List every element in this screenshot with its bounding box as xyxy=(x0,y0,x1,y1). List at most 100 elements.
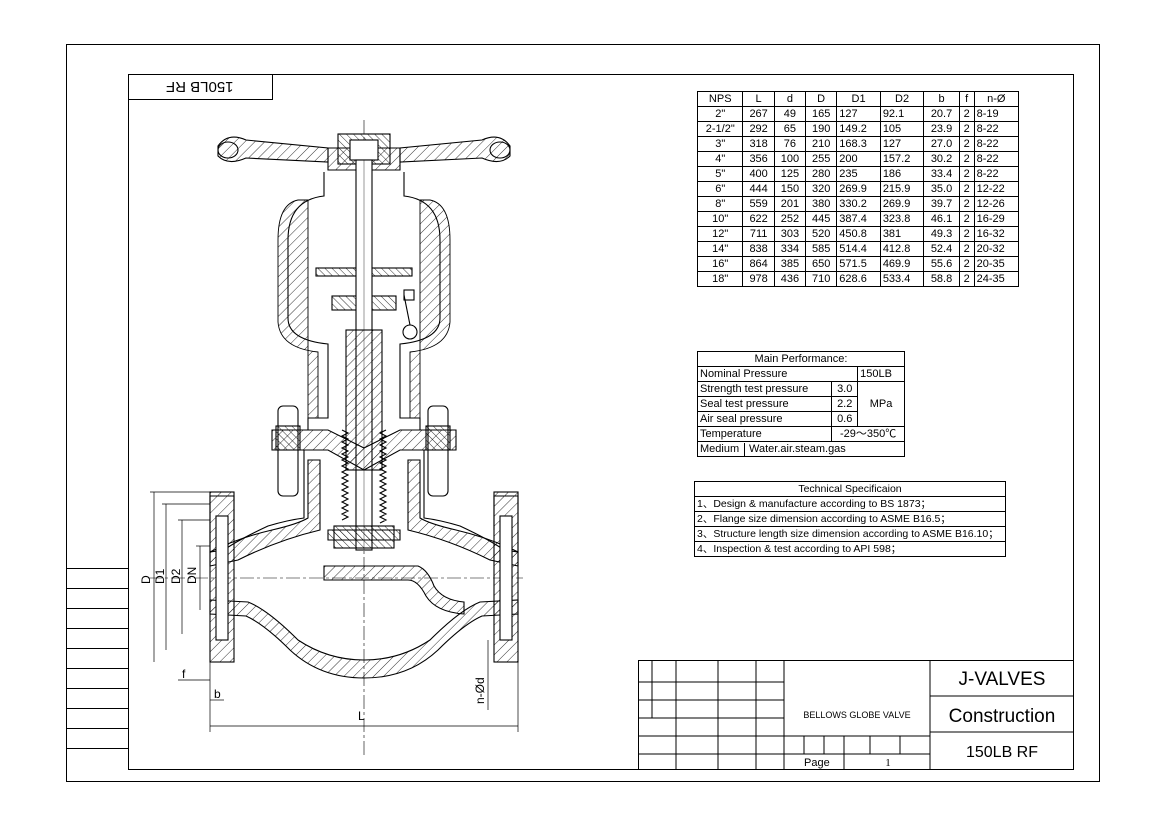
dimension-cell: 16-32 xyxy=(973,226,1020,242)
dimension-cell: 215.9 xyxy=(879,181,925,197)
dimension-cell: 105 xyxy=(879,121,925,137)
dimension-cell: 520 xyxy=(805,226,838,242)
seal-label: Seal test pressure xyxy=(696,396,833,412)
perf-title: Main Performance: xyxy=(697,351,905,367)
dimension-cell: 186 xyxy=(879,166,925,182)
strength-value: 3.0 xyxy=(831,381,859,397)
dimension-cell: 450.8 xyxy=(836,226,881,242)
dimension-cell: 20-32 xyxy=(973,241,1020,257)
dimension-cell: 100 xyxy=(773,151,807,167)
dimension-cell: 20-35 xyxy=(973,256,1020,272)
dim-D1-label: D1 xyxy=(153,568,167,584)
dimension-cell: 14" xyxy=(696,241,744,257)
spec-item: 4、Inspection & test according to API 598… xyxy=(694,541,1006,557)
dimension-cell: 255 xyxy=(805,151,838,167)
dimension-cell: 16-29 xyxy=(973,211,1020,227)
dimension-cell: 55.6 xyxy=(923,256,960,272)
title-block: BELLOWS GLOBE VALVE J-VALVES Constructio… xyxy=(638,660,1074,770)
dimension-cell: 76 xyxy=(773,136,807,152)
dimension-cell: 514.4 xyxy=(836,241,881,257)
dimension-cell: 6" xyxy=(696,181,744,197)
dimension-cell: 49.3 xyxy=(923,226,960,242)
dimension-cell: 2-1/2" xyxy=(696,121,744,137)
dimension-cell: 5" xyxy=(696,166,744,182)
dimension-cell: 469.9 xyxy=(879,256,925,272)
dimension-cell: 12-22 xyxy=(973,181,1020,197)
dimension-cell: 12-26 xyxy=(973,196,1020,212)
dim-b-label: b xyxy=(214,687,221,701)
corner-rating-label: 150LB RF xyxy=(128,74,273,100)
dimension-cell: 559 xyxy=(742,196,775,212)
company-name: J-VALVES xyxy=(959,669,1046,690)
dimension-cell: 127 xyxy=(836,106,881,122)
dimension-cell: 978 xyxy=(742,271,775,287)
dimension-cell: 650 xyxy=(805,256,838,272)
dimension-cell: 8-22 xyxy=(973,151,1020,167)
dimension-cell: 571.5 xyxy=(836,256,881,272)
dimension-cell: 318 xyxy=(742,136,775,152)
product-name: BELLOWS GLOBE VALVE xyxy=(803,710,910,720)
dim-DN-label: DN xyxy=(185,567,199,584)
dimension-cell: 269.9 xyxy=(879,196,925,212)
dim-nd-label: n-Ød xyxy=(473,677,487,704)
dim-L-label: L xyxy=(358,709,365,723)
dimension-cell: 168.3 xyxy=(836,136,881,152)
spec-title: Technical Specificaion xyxy=(694,481,1006,497)
dimension-cell: 2 xyxy=(958,241,975,257)
dimension-cell: 58.8 xyxy=(923,271,960,287)
dimension-cell: 2 xyxy=(958,226,975,242)
dimension-cell: 838 xyxy=(742,241,775,257)
dimension-cell: 12" xyxy=(696,226,744,242)
dimension-cell: 2 xyxy=(958,196,975,212)
dimension-cell: 387.4 xyxy=(836,211,881,227)
valve-cross-section-drawing: D D1 D2 DN f b L n-Ød xyxy=(139,120,523,755)
dimension-cell: 157.2 xyxy=(879,151,925,167)
dimension-cell: 235 xyxy=(836,166,881,182)
spec-item: 2、Flange size dimension according to ASM… xyxy=(694,511,1006,527)
dimension-cell: 400 xyxy=(742,166,775,182)
dimension-cell: 2 xyxy=(958,256,975,272)
dimension-cell: 3" xyxy=(696,136,744,152)
dimension-cell: 334 xyxy=(773,241,807,257)
page-number: 1 xyxy=(885,757,891,769)
dimension-cell: 200 xyxy=(836,151,881,167)
dimension-cell: 33.4 xyxy=(923,166,960,182)
strength-label: Strength test pressure xyxy=(696,381,833,397)
main-performance-table: Main Performance: Nominal Pressure 150LB… xyxy=(696,351,905,457)
medium-value: Water.air.steam.gas xyxy=(749,442,846,455)
dimension-cell: 165 xyxy=(805,106,838,122)
dimension-cell: 2 xyxy=(958,271,975,287)
dimension-cell: 35.0 xyxy=(923,181,960,197)
spec-item: 3、Structure length size dimension accord… xyxy=(694,526,1006,542)
dimension-lines xyxy=(150,491,519,732)
temperature-value: -29～350℃ xyxy=(831,426,905,442)
dimension-header-cell: L xyxy=(742,91,775,107)
dimension-cell: 8-22 xyxy=(973,136,1020,152)
dimension-cell: 46.1 xyxy=(923,211,960,227)
dimension-cell: 210 xyxy=(805,136,838,152)
valve-body xyxy=(209,450,519,679)
dimension-cell: 150 xyxy=(773,181,807,197)
drawing-type: Construction xyxy=(949,706,1056,727)
dimension-cell: 8" xyxy=(696,196,744,212)
dimension-cell: 4" xyxy=(696,151,744,167)
dimension-cell: 2 xyxy=(958,136,975,152)
outer-border xyxy=(66,44,1100,782)
air-value: 0.6 xyxy=(831,411,859,427)
dimension-cell: 711 xyxy=(742,226,775,242)
dimension-cell: 39.7 xyxy=(923,196,960,212)
dimension-cell: 380 xyxy=(805,196,838,212)
dimension-cell: 127 xyxy=(879,136,925,152)
bonnet-flange xyxy=(271,405,457,497)
dimension-cell: 8-22 xyxy=(973,166,1020,182)
dimension-cell: 436 xyxy=(773,271,807,287)
dimension-cell: 190 xyxy=(805,121,838,137)
